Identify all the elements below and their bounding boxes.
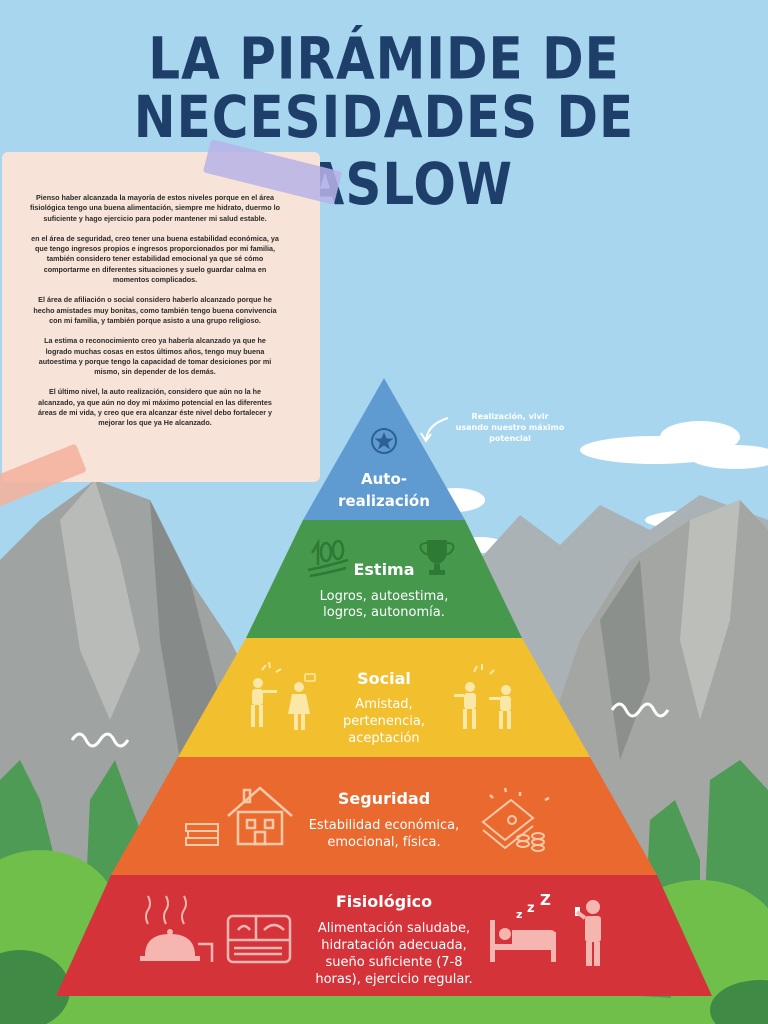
note-paragraph: Pienso haber alcanzada la mayoría de est… — [30, 193, 281, 223]
level-autorealizacion — [303, 378, 465, 520]
food-tray-icon — [140, 895, 214, 962]
arguing-people-icon — [454, 664, 511, 729]
svg-text:z: z — [516, 908, 522, 921]
level-desc-fisiologico: hidratación adecuada, — [321, 938, 467, 953]
house-icon — [227, 786, 293, 846]
swirl-decoration — [70, 732, 130, 748]
level-title-social: Social — [357, 669, 411, 688]
star-icon — [371, 428, 397, 454]
money-icon — [185, 823, 219, 846]
swirl-decoration — [610, 702, 670, 718]
level-title-autorealizacion-2: realización — [338, 492, 430, 510]
level-desc-social: Amistad, — [355, 697, 413, 712]
sleeping-icon: z z Z — [490, 891, 556, 962]
level-fisiologico — [56, 875, 712, 996]
note-paragraph: El área de afiliación o social considero… — [33, 295, 277, 325]
level-title-autorealizacion: Auto- — [361, 470, 407, 488]
level-social — [178, 638, 590, 757]
level-desc-fisiologico: horas), ejercicio regular. — [315, 972, 473, 987]
level-seguridad — [111, 757, 657, 875]
money-icon — [481, 787, 550, 852]
level-desc-estima: logros, autonomía. — [323, 605, 445, 620]
hundred-icon — [307, 538, 349, 578]
level-desc-social: aceptación — [348, 731, 420, 746]
trophy-icon — [419, 540, 455, 575]
level-title-fisiologico: Fisiológico — [335, 892, 433, 911]
svg-text:z: z — [527, 901, 535, 916]
note-paragraph: La estima o reconocimiento creo ya haber… — [38, 336, 272, 377]
level-desc-estima: Logros, autoestima, — [319, 589, 449, 604]
page-title-line1: LA PIRÁMIDE DE — [148, 25, 620, 93]
annotation-text: Realización, vivir usando nuestro máximo… — [455, 412, 565, 443]
level-title-seguridad: Seguridad — [337, 789, 431, 808]
svg-text:Z: Z — [540, 891, 551, 909]
level-desc-social: pertenencia, — [342, 714, 426, 729]
drinking-person-icon — [575, 900, 601, 966]
note-paragraph: en el área de seguridad, creo tener una … — [31, 233, 279, 285]
level-desc-fisiologico: sueño suficiente (7-8 — [325, 955, 463, 970]
food-tray-icon — [226, 914, 292, 964]
note-paragraph: El último nivel, la auto realización, co… — [37, 387, 273, 428]
arguing-people-icon — [251, 661, 316, 730]
note-card — [2, 152, 320, 482]
level-desc-fisiologico: Alimentación saludabe, — [317, 921, 471, 936]
level-desc-seguridad: emocional, física. — [327, 835, 441, 850]
level-title-estima: Estima — [353, 560, 415, 579]
note-text: Pienso haber alcanzada la mayoría de est… — [30, 193, 280, 439]
arrow-icon — [425, 417, 449, 441]
level-desc-seguridad: Estabilidad económica, — [308, 818, 460, 833]
